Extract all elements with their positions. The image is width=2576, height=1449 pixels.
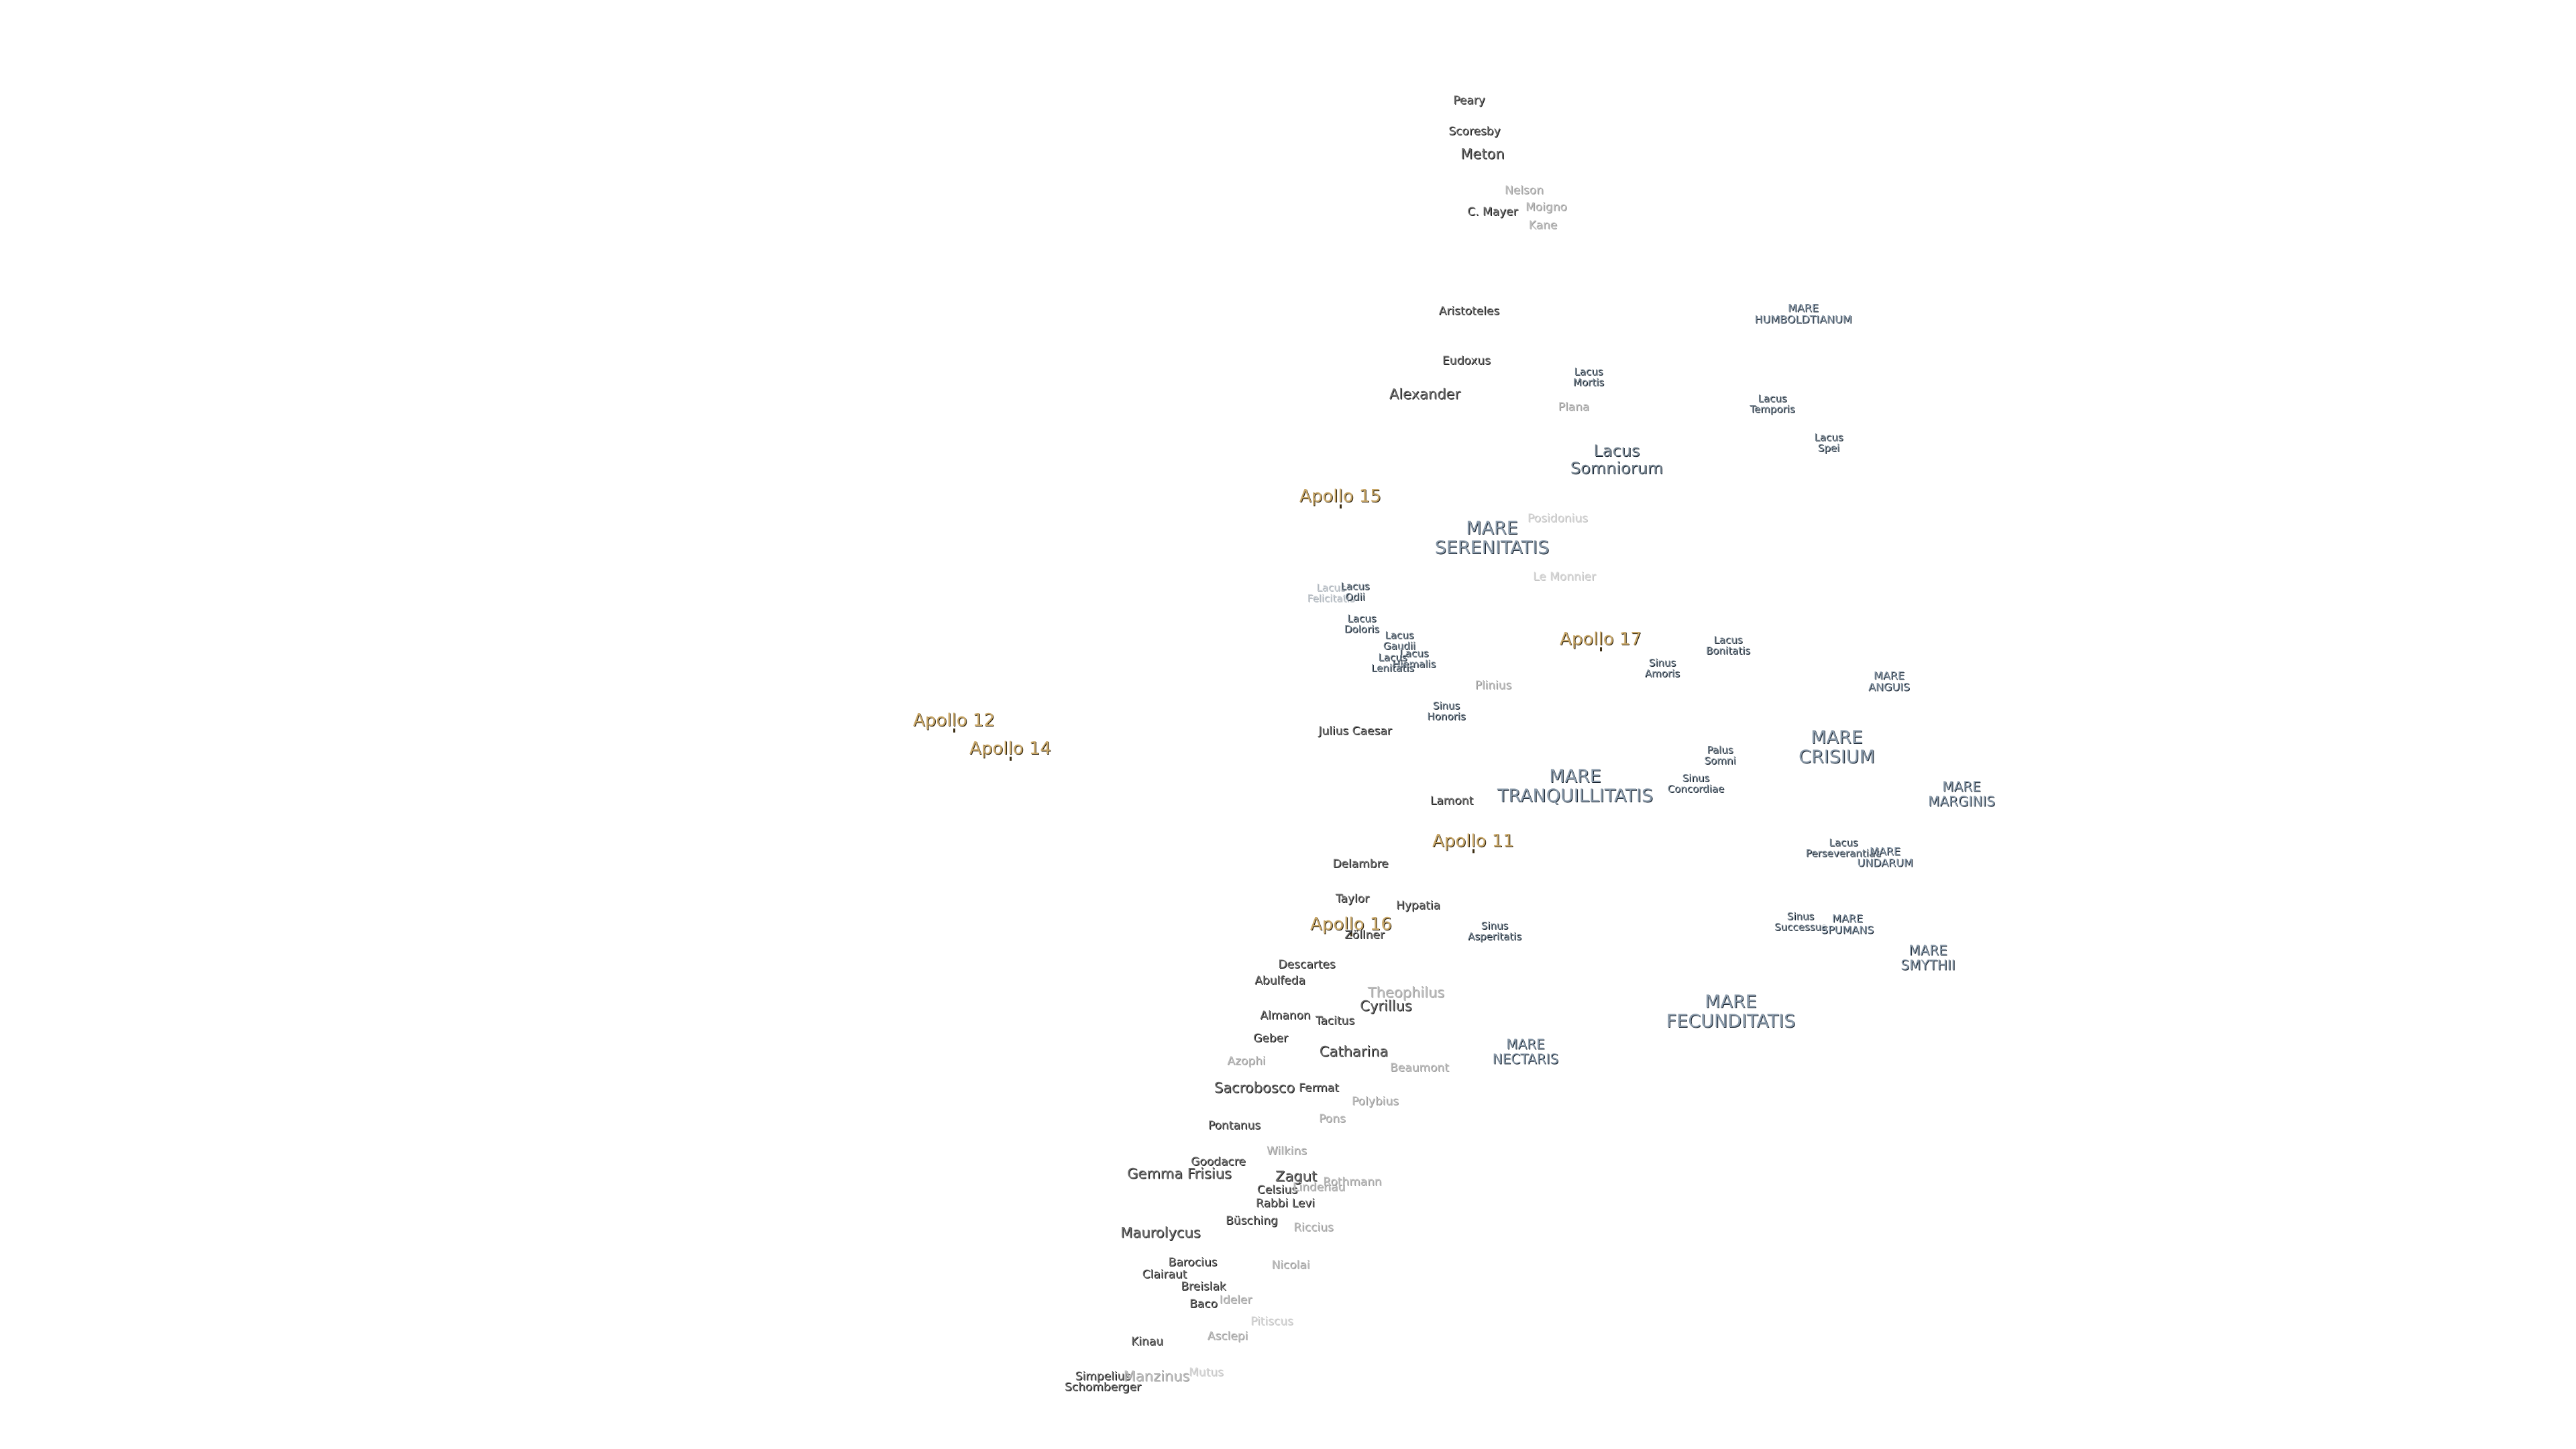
lacus-felicitatis: Lacus Felicitatis <box>1307 581 1355 604</box>
crater-mutus: Mutus <box>1189 1365 1224 1379</box>
lacus-bonitatis: Lacus Bonitatis <box>1705 633 1751 657</box>
crater-zollner: Zöllner <box>1344 928 1385 942</box>
crater-delambre: Delambre <box>1332 857 1389 871</box>
crater-rothmann: Rothmann <box>1323 1175 1382 1189</box>
lacus-perseverantiae: Lacus Perseverantiae <box>1805 836 1882 859</box>
crater-le-monnier: Le Monnier <box>1533 570 1596 584</box>
crater-taylor: Taylor <box>1335 892 1370 906</box>
crater-breislak: Breislak <box>1181 1279 1226 1293</box>
crater-manzinus: Manzinus <box>1123 1368 1190 1385</box>
crater-scoresby: Scoresby <box>1448 124 1501 138</box>
mare-tranquillitatis: MARE TRANQUILLITATIS <box>1497 765 1654 806</box>
crater-cyrillus: Cyrillus <box>1360 998 1412 1014</box>
sinus-asperitatis: Sinus Asperitatis <box>1467 919 1522 943</box>
crater-posidonius: Posidonius <box>1527 511 1588 525</box>
crater-clairaut: Clairaut <box>1142 1267 1187 1281</box>
crater-celsius: Celsius <box>1256 1183 1298 1197</box>
crater-nelson: Nelson <box>1505 183 1544 197</box>
apollo-15-site: Apollo 15 <box>1299 486 1381 509</box>
apollo-11-site: Apollo 11 <box>1432 830 1514 854</box>
crater-c-mayer: C. Mayer <box>1467 205 1518 219</box>
crater-descartes: Descartes <box>1278 957 1336 971</box>
crater-gemma-frisius: Gemma Frisius <box>1127 1165 1232 1182</box>
lacus-gaudii: Lacus Gaudii <box>1383 629 1416 652</box>
crater-plana: Plana <box>1558 400 1590 414</box>
crater-ideler: Ideler <box>1219 1293 1252 1307</box>
lacus-spei: Lacus Spei <box>1814 431 1843 454</box>
mare-anguis: MARE ANGUIS <box>1868 669 1910 694</box>
apollo-17-site: Apollo 17 <box>1560 629 1642 652</box>
crater-rabbi-levi: Rabbi Levi <box>1256 1196 1315 1210</box>
crater-sacrobosco: Sacrobosco <box>1214 1079 1295 1096</box>
crater-baco: Baco <box>1189 1297 1218 1311</box>
apollo-12-site: Apollo 12 <box>913 710 995 733</box>
mare-serenitatis: MARE SERENITATIS <box>1434 517 1550 558</box>
crater-lindenau: Lindenau <box>1292 1180 1346 1194</box>
mare-undarum: MARE UNDARUM <box>1857 845 1913 869</box>
crater-barocius: Barocius <box>1168 1255 1218 1269</box>
lacus-somniorum: Lacus Somniorum <box>1570 441 1664 478</box>
crater-geber: Geber <box>1253 1031 1288 1045</box>
crater-polybius: Polybius <box>1352 1094 1399 1108</box>
crater-pitiscus: Pitiscus <box>1250 1314 1293 1328</box>
mare-nectaris: MARE NECTARIS <box>1492 1036 1559 1067</box>
apollo-16-site: Apollo 16 <box>1310 914 1392 937</box>
mare-crisium: MARE CRISIUM <box>1799 727 1875 767</box>
lacus-mortis: Lacus Mortis <box>1572 365 1605 388</box>
crater-pons: Pons <box>1319 1112 1346 1126</box>
mare-marginis: MARE MARGINIS <box>1928 778 1995 809</box>
crater-kane: Kane <box>1528 218 1558 232</box>
crater-julius-caesar: Julius Caesar <box>1318 724 1392 738</box>
lacus-doloris: Lacus Doloris <box>1344 612 1380 635</box>
crater-asclepi: Asclepi <box>1207 1329 1248 1343</box>
crater-pontanus: Pontanus <box>1208 1118 1261 1132</box>
crater-eudoxus: Eudoxus <box>1442 354 1491 368</box>
crater-lamont: Lamont <box>1430 794 1474 808</box>
crater-meton: Meton <box>1460 146 1505 162</box>
crater-zagut: Zagut <box>1275 1168 1318 1185</box>
crater-catharina: Catharina <box>1319 1043 1389 1060</box>
crater-moigno: Moigno <box>1525 200 1567 214</box>
sinus-honoris: Sinus Honoris <box>1427 699 1466 722</box>
crater-theophilus: Theophilus <box>1367 984 1445 1001</box>
crater-azophi: Azophi <box>1227 1054 1266 1068</box>
crater-alexander: Alexander <box>1389 386 1461 402</box>
mare-humboldtianum: MARE HUMBOLDTIANUM <box>1754 301 1852 326</box>
crater-fermat: Fermat <box>1299 1081 1339 1095</box>
lacus-temporis: Lacus Temporis <box>1750 392 1795 415</box>
crater-hypatia: Hypatia <box>1396 898 1440 912</box>
crater-aristoteles: Aristoteles <box>1438 304 1500 318</box>
crater-tacitus: Tacitus <box>1315 1014 1355 1028</box>
crater-abulfeda: Abulfeda <box>1254 973 1305 987</box>
crater-maurolycus: Maurolycus <box>1120 1224 1201 1241</box>
sinus-concordiae: Sinus Concordiae <box>1667 771 1725 795</box>
crater-beaumont: Beaumont <box>1390 1061 1449 1075</box>
crater-kinau: Kinau <box>1131 1334 1163 1348</box>
palus-somni: Palus Somni <box>1704 743 1736 767</box>
lacus-odii: Lacus Odii <box>1340 580 1370 603</box>
crater-schomberger: Schomberger <box>1064 1380 1142 1394</box>
mare-spumans: MARE SPUMANS <box>1821 912 1874 936</box>
crater-wilkins: Wilkins <box>1266 1144 1307 1158</box>
sinus-amoris: Sinus Amoris <box>1644 656 1680 680</box>
crater-busching: Büsching <box>1226 1214 1278 1228</box>
crater-riccius: Riccius <box>1293 1220 1334 1234</box>
sinus-successus: Sinus Successus <box>1774 910 1827 933</box>
apollo-14-site: Apollo 14 <box>969 738 1051 761</box>
mare-smythii: MARE SMYTHII <box>1900 942 1955 973</box>
lacus-lenitatis: Lacus Lenitatis <box>1371 651 1414 674</box>
crater-almanon: Almanon <box>1260 1008 1311 1022</box>
crater-nicolai: Nicolai <box>1271 1258 1310 1272</box>
crater-plinius: Plinius <box>1474 678 1512 692</box>
lacus-hiemalis: Lacus Hiemalis <box>1392 647 1436 670</box>
crater-simpelius: Simpelius <box>1075 1369 1131 1383</box>
crater-goodacre: Goodacre <box>1191 1155 1246 1169</box>
crater-peary: Peary <box>1453 93 1485 107</box>
mare-fecunditatis: MARE FECUNDITATIS <box>1666 991 1796 1032</box>
